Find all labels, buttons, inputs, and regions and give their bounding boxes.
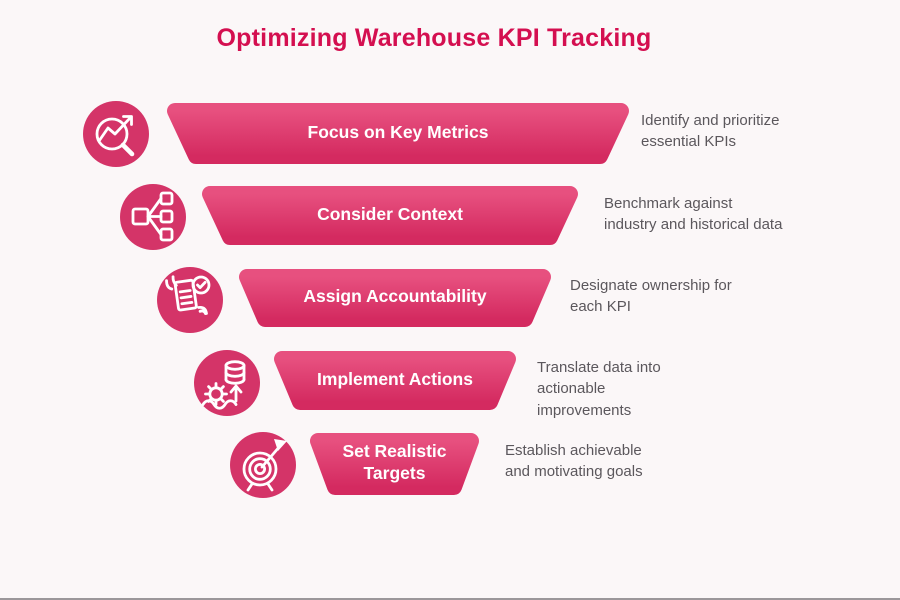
- bottom-divider: [0, 598, 900, 600]
- funnel-stage-3-label: Assign Accountability: [303, 286, 487, 307]
- funnel-stage-1: Focus on Key Metrics: [165, 103, 631, 164]
- funnel-stage-2: Consider Context: [200, 186, 580, 245]
- database-gear-icon: [194, 350, 260, 416]
- target-dart-icon: [230, 432, 296, 498]
- funnel-stage-5: Set Realistic Targets: [308, 433, 481, 495]
- funnel-stage-4: Implement Actions: [272, 351, 518, 410]
- funnel-stage-5-label: Set Realistic Targets: [342, 441, 447, 483]
- funnel-stage-2-label: Consider Context: [317, 203, 463, 224]
- funnel-stage-4-label: Implement Actions: [317, 368, 473, 389]
- funnel-stage-4-description: Translate data into actionable improveme…: [537, 359, 661, 419]
- hierarchy-icon: [120, 184, 186, 250]
- magnifier-trend-icon: [83, 101, 149, 167]
- funnel-stage-2-description: Benchmark against industry and historica…: [604, 195, 783, 234]
- funnel-stage-1-description: Identify and prioritize essential KPIs: [641, 112, 780, 151]
- checklist-hands-icon: [157, 267, 223, 333]
- funnel-stage-3: Assign Accountability: [237, 269, 553, 327]
- funnel-stage-3-description: Designate ownership for each KPI: [570, 277, 732, 316]
- page-title: Optimizing Warehouse KPI Tracking: [216, 24, 652, 52]
- funnel-stage-1-label: Focus on Key Metrics: [307, 121, 489, 142]
- funnel-stage-5-description: Establish achievable and motivating goal…: [505, 442, 643, 481]
